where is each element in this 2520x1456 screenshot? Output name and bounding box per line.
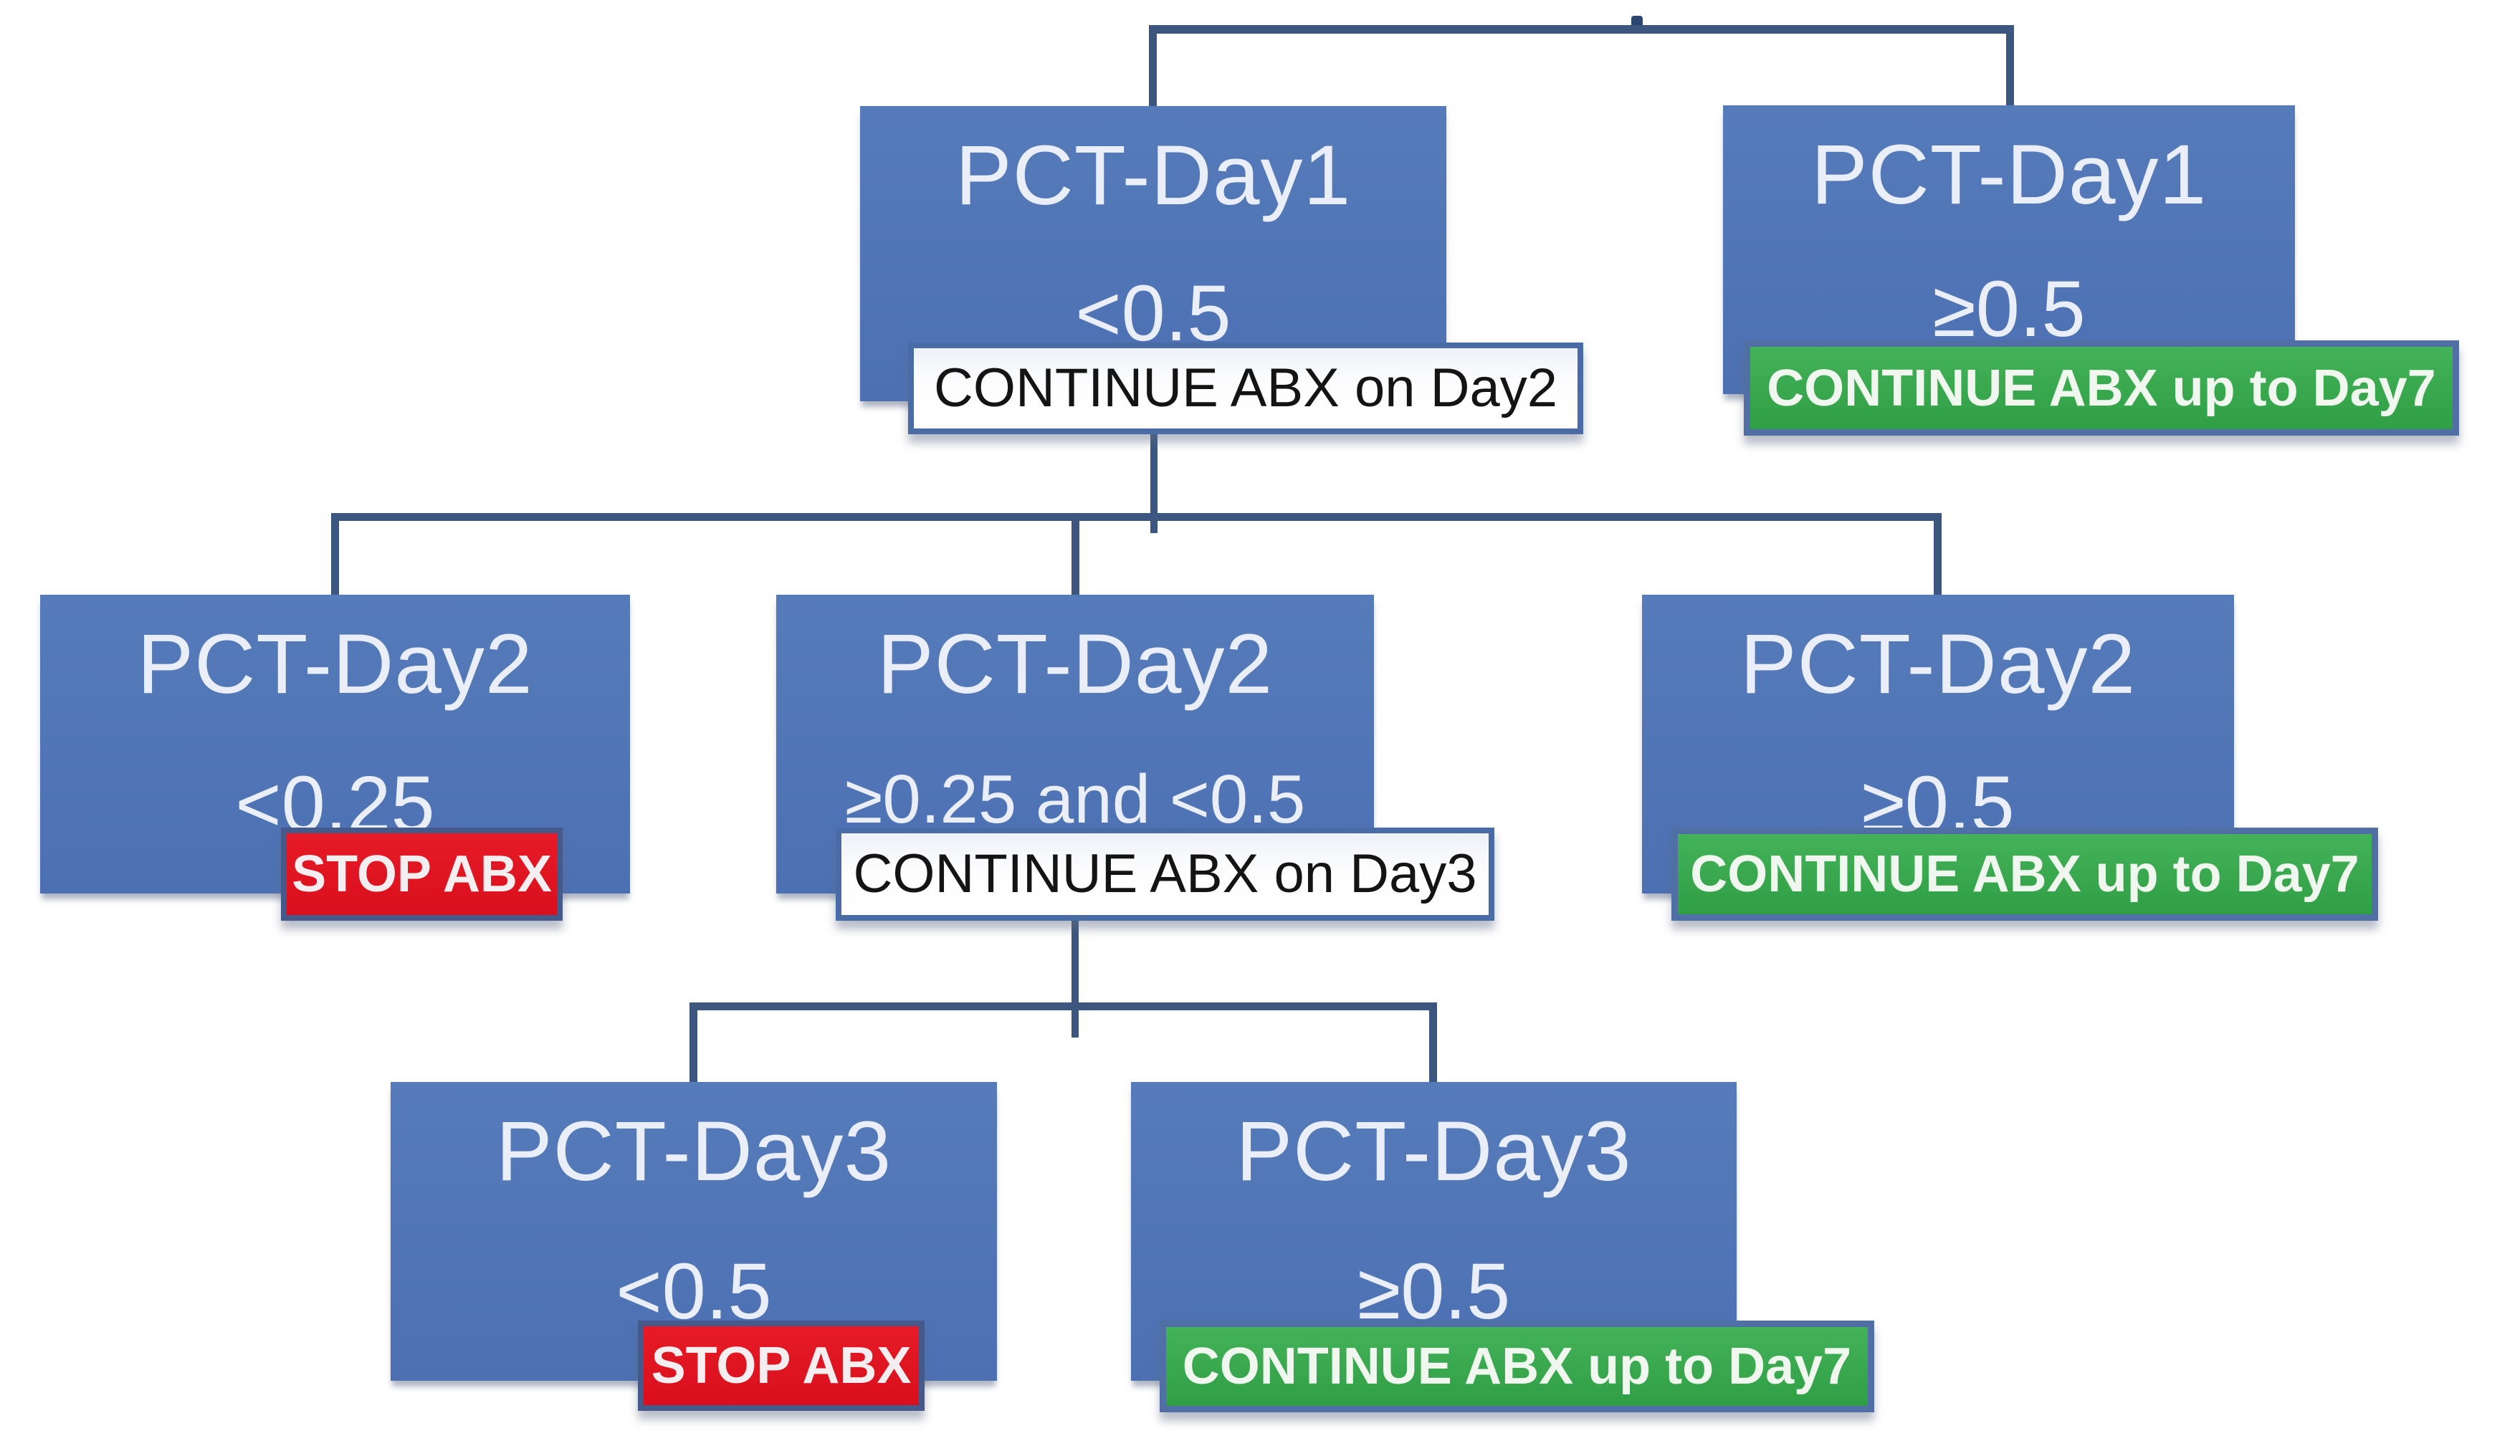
node-title: PCT-Day1 bbox=[1810, 128, 2208, 222]
action-label-stop-abx: STOP ABX bbox=[281, 828, 563, 921]
node-title: PCT-Day3 bbox=[1236, 1104, 1632, 1199]
node-condition: <0.5 bbox=[1075, 269, 1231, 358]
connector-top-horizontal bbox=[1149, 25, 2014, 34]
connector-drop-day2-low bbox=[331, 513, 339, 599]
connector-drop-day2-high bbox=[1934, 513, 1942, 599]
node-title: PCT-Day3 bbox=[495, 1104, 892, 1199]
action-label-stop-abx: STOP ABX bbox=[638, 1321, 925, 1411]
node-condition: ≥0.25 and <0.5 bbox=[844, 760, 1306, 838]
node-title: PCT-Day1 bbox=[955, 128, 1352, 223]
connector-feed-day1-to-day2 bbox=[1150, 428, 1158, 533]
action-label-continue-abx-day7: CONTINUE ABX up to Day7 bbox=[1671, 828, 2378, 921]
node-condition: <0.5 bbox=[616, 1247, 772, 1336]
connector-drop-day3-low bbox=[689, 1002, 697, 1086]
connector-drop-day2-mid bbox=[1072, 513, 1079, 599]
connector-drop-day3-high bbox=[1429, 1002, 1437, 1086]
connector-drop-day1-low bbox=[1149, 25, 1157, 110]
node-pct-day3-low: PCT-Day3 <0.5 bbox=[391, 1082, 997, 1381]
connector-day3-horizontal bbox=[689, 1002, 1437, 1010]
connector-feed-day2-to-day3 bbox=[1072, 919, 1079, 1038]
connector-day2-horizontal bbox=[331, 513, 1942, 521]
connector-drop-day1-high bbox=[2006, 25, 2014, 110]
action-label-continue-abx-day7: CONTINUE ABX up to Day7 bbox=[1744, 340, 2459, 436]
node-title: PCT-Day2 bbox=[877, 617, 1274, 712]
node-title: PCT-Day2 bbox=[137, 617, 533, 712]
node-title: PCT-Day2 bbox=[1739, 617, 2137, 712]
action-label-continue-abx-day2: CONTINUE ABX on Day2 bbox=[908, 343, 1583, 434]
node-condition: ≥0.5 bbox=[1357, 1247, 1511, 1336]
action-label-continue-abx-day3: CONTINUE ABX on Day3 bbox=[836, 828, 1494, 921]
node-condition: ≥0.5 bbox=[1932, 264, 2086, 353]
action-label-continue-abx-day7: CONTINUE ABX up to Day7 bbox=[1160, 1321, 1874, 1412]
